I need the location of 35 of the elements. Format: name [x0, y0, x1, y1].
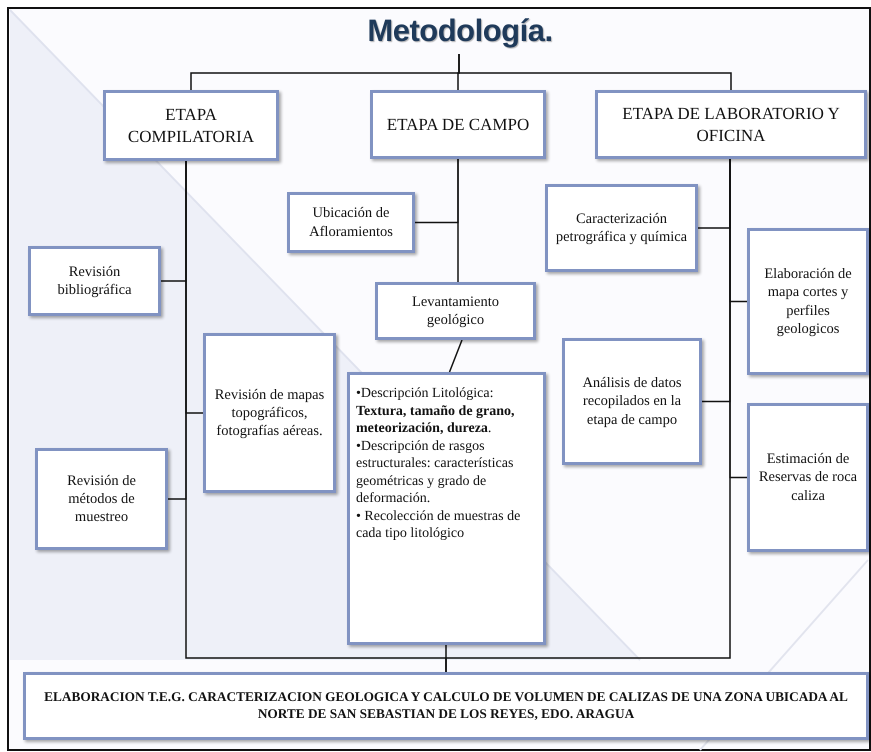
box-text: Ubicación de Afloramientos: [308, 204, 394, 241]
process-box: [595, 90, 867, 159]
process-box: [747, 403, 869, 552]
process-box: [545, 184, 698, 272]
box-text: ELABORACION T.E.G. CARACTERIZACION GEOLOGICA Y CALCULO DE VOLUMEN DE CALIZAS DE UNA ZONA UBICADA AL NORTE DE SAN SEBASTIAN DE LOS REYES, EDO. ARAGUA: [43, 689, 849, 723]
process-box: [103, 90, 279, 161]
box-text: ETAPA DE CAMPO: [386, 114, 530, 136]
box-text: Revisión de mapas topográficos, fotografías aéreas.: [214, 386, 326, 440]
process-box: [287, 192, 415, 253]
box-text: ETAPA DE LABORATORIO Y OFICINA: [621, 103, 841, 146]
box-text: Revisión bibliográfica: [56, 262, 133, 300]
description-box: [347, 372, 546, 645]
box-text: Revisión de métodos de muestreo: [66, 472, 137, 526]
box-text: ETAPA COMPILATORIA: [126, 104, 256, 147]
title-text: Metodología.: [330, 8, 590, 54]
process-box: [562, 338, 702, 465]
box-text: Caracterización petrográfica y química: [554, 210, 688, 246]
box-text: Estimación de Reservas de roca caliza: [758, 450, 858, 505]
bullet-text: •Descripción Litológica: Textura, tamaño de grano, meteorización, dureza.: [356, 385, 516, 438]
connector-line: [448, 340, 463, 372]
result-box: [23, 672, 869, 740]
bullet-text: • Recolección de muestras de cada tipo litológico: [356, 508, 522, 542]
process-box: [747, 228, 869, 375]
connector-line: [458, 54, 732, 90]
process-box: [370, 90, 546, 159]
process-box: [28, 246, 161, 316]
process-box: [375, 282, 536, 340]
process-box: [203, 333, 336, 493]
box-text: Elaboración de mapa cortes y perfiles geologicos: [763, 265, 853, 338]
bullet-text: •Descripción de rasgos estructurales: características geométricas y grado de deformación.: [356, 438, 514, 508]
connector-line: [457, 159, 459, 282]
process-box: [35, 448, 168, 550]
box-text: Levantamiento geológico: [411, 292, 500, 330]
box-text: Análisis de datos recopilados en la etapa de campo: [581, 374, 683, 429]
connector-line: [445, 159, 731, 672]
